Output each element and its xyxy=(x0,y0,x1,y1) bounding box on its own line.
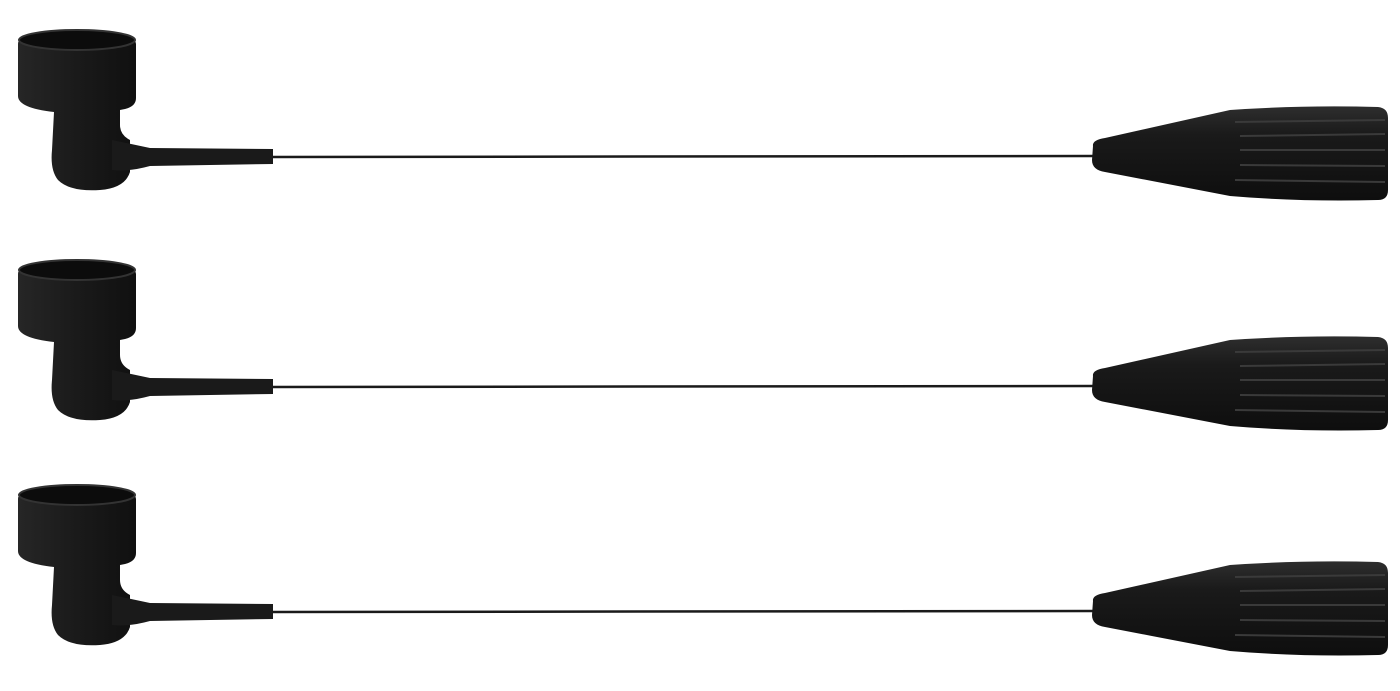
probe-1 xyxy=(16,28,1390,202)
probe-2 xyxy=(16,258,1390,432)
probe-3 xyxy=(16,483,1390,657)
